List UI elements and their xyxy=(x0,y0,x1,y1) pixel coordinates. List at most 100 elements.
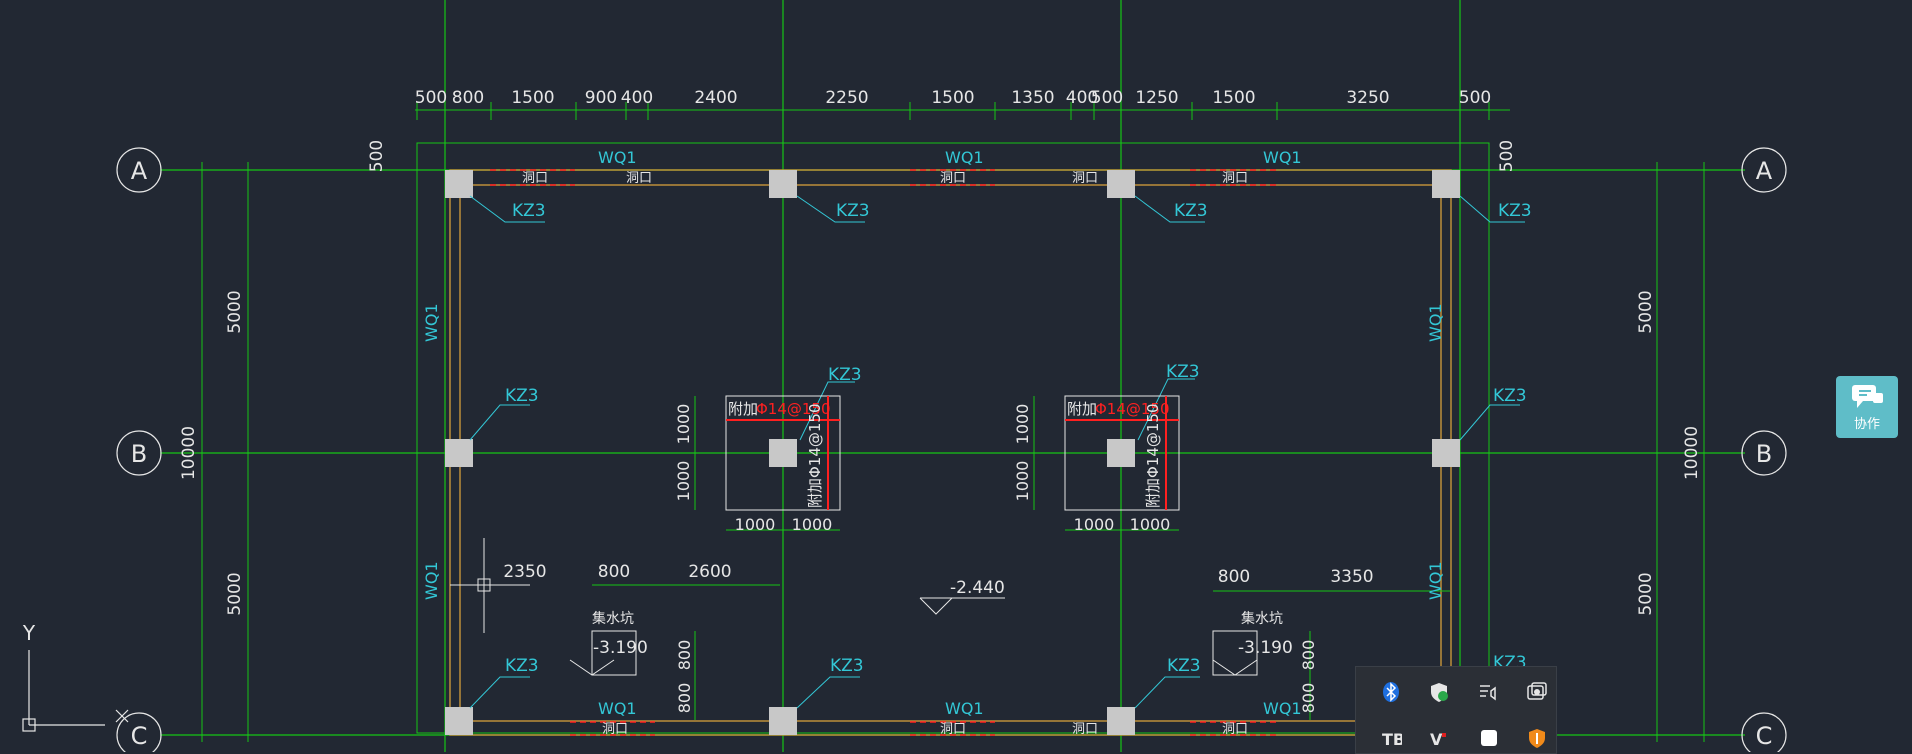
top-dim-text: 1500 xyxy=(1212,88,1255,108)
top-dim-text: 1500 xyxy=(511,88,554,108)
top-dim-text: 2400 xyxy=(694,88,737,108)
ucs-y-label: Y xyxy=(22,621,36,645)
wall-label: WQ1 xyxy=(1263,699,1302,718)
top-dim-text: 1350 xyxy=(1011,88,1054,108)
pit-dim-text: 1000 xyxy=(792,515,833,534)
lower-dim-text: 3350 xyxy=(1330,567,1373,587)
chat-bubble-icon xyxy=(1852,384,1883,408)
column-label: KZ3 xyxy=(1167,656,1201,676)
wall-openings xyxy=(490,169,1277,736)
side-dim-text: 10000 xyxy=(179,426,199,480)
top-dim-text: 500 xyxy=(1091,88,1123,108)
axis-label-c-right: C xyxy=(1756,722,1773,750)
sump-pit-left xyxy=(569,584,780,720)
pit-dim-text: 1000 xyxy=(674,461,693,502)
rebar-prefix-label: 附加 xyxy=(728,400,758,418)
pit-dim-text: 800 xyxy=(1299,683,1318,714)
column-label: KZ3 xyxy=(1498,201,1532,221)
axis-label-a-right: A xyxy=(1756,157,1773,185)
screen-capture-icon[interactable] xyxy=(1522,677,1552,707)
lower-dim-text: 800 xyxy=(598,562,630,582)
wall-label: WQ1 xyxy=(598,699,637,718)
side-dim-text: 5000 xyxy=(1636,290,1656,333)
column-b1 xyxy=(445,439,473,467)
opening-label: 洞口 xyxy=(1222,722,1248,737)
column-label: KZ3 xyxy=(512,201,546,221)
pit-dim-text: 1000 xyxy=(674,404,693,445)
column-label: KZ3 xyxy=(1493,386,1527,406)
side-dim-text: 5000 xyxy=(1636,572,1656,615)
opening-label: 洞口 xyxy=(626,171,652,186)
lower-dim-text: 2600 xyxy=(688,562,731,582)
opening-label: 洞口 xyxy=(522,171,548,186)
pit-foundation-left xyxy=(694,395,841,531)
sump-label: 集水坑 xyxy=(592,610,634,627)
wall-label: WQ1 xyxy=(1426,303,1445,342)
pit-dim-text: 1000 xyxy=(1013,461,1032,502)
top-dim-text: 500 xyxy=(1459,88,1491,108)
top-dim-text: 800 xyxy=(452,88,484,108)
opening-label: 洞口 xyxy=(602,722,628,737)
rebar-prefix-label: 附加 xyxy=(1067,400,1097,418)
opening-label: 洞口 xyxy=(1222,171,1248,186)
column-a1 xyxy=(445,170,473,198)
cursor-crosshair xyxy=(450,538,530,633)
vertical-axis-lines xyxy=(444,0,1461,752)
column-label: KZ3 xyxy=(830,656,864,676)
pit-foundation-right xyxy=(1033,395,1180,531)
side-dim-text: 5000 xyxy=(225,572,245,615)
column-label: KZ3 xyxy=(505,656,539,676)
sump-pit-right xyxy=(1212,590,1450,720)
column-c2 xyxy=(769,707,797,735)
pit-dim-text: 1000 xyxy=(1074,515,1115,534)
column-b3 xyxy=(1107,439,1135,467)
opening-label: 洞口 xyxy=(1072,722,1098,737)
column-a2 xyxy=(769,170,797,198)
svg-text:V: V xyxy=(1430,730,1443,749)
pit-dim-text: 800 xyxy=(675,640,694,671)
vt-app-icon[interactable]: V xyxy=(1424,723,1454,753)
pit-dim-text: 800 xyxy=(675,683,694,714)
top-dim-text: 900 xyxy=(585,88,617,108)
collaboration-button[interactable]: 协作 xyxy=(1836,376,1898,438)
rebar-spec-label: Φ14@150 xyxy=(756,400,831,418)
security-shield-icon[interactable] xyxy=(1424,677,1454,707)
floor-elevation: -2.440 xyxy=(950,578,1005,598)
wall-label: WQ1 xyxy=(422,303,441,342)
orange-shield-icon[interactable] xyxy=(1522,723,1552,753)
column-a3 xyxy=(1107,170,1135,198)
pit-dim-text: 1000 xyxy=(735,515,776,534)
column-b2 xyxy=(769,439,797,467)
wall-label: WQ1 xyxy=(1263,148,1302,167)
tb-app-icon[interactable]: TB xyxy=(1376,723,1406,753)
column-label: KZ3 xyxy=(1174,201,1208,221)
opening-label: 洞口 xyxy=(940,171,966,186)
rebar-spec-label: Φ14@150 xyxy=(1095,400,1170,418)
top-dim-text: 1500 xyxy=(931,88,974,108)
pit-dim-text: 1000 xyxy=(1130,515,1171,534)
side-dim-text: 5000 xyxy=(225,290,245,333)
speaker-icon[interactable] xyxy=(1474,677,1504,707)
wall-label: WQ1 xyxy=(945,148,984,167)
column-label: KZ3 xyxy=(505,386,539,406)
axis-bubble-b-right xyxy=(1741,430,1787,476)
rebar-vertical-label: 附加Φ14@150 xyxy=(1144,403,1162,508)
column-label: KZ3 xyxy=(828,365,862,385)
top-dim-text: 1250 xyxy=(1135,88,1178,108)
sump-elevation: -3.190 xyxy=(1238,638,1293,658)
column-c1 xyxy=(445,707,473,735)
side-dim-text: 10000 xyxy=(1682,426,1702,480)
axis-bubble-c-left xyxy=(116,712,162,752)
bluetooth-icon[interactable] xyxy=(1376,677,1406,707)
column-c3 xyxy=(1107,707,1135,735)
lower-dim-text: 2350 xyxy=(503,562,546,582)
axis-bubble-a-right xyxy=(1741,147,1787,193)
rebar-vertical-label: 附加Φ14@150 xyxy=(806,403,824,508)
svg-text:TB: TB xyxy=(1382,730,1402,749)
lower-dim-text: 800 xyxy=(1218,567,1250,587)
axis-label-b-right: B xyxy=(1756,440,1772,468)
top-dim-ticks xyxy=(416,102,1490,120)
white-square-app-icon[interactable] xyxy=(1474,723,1504,753)
